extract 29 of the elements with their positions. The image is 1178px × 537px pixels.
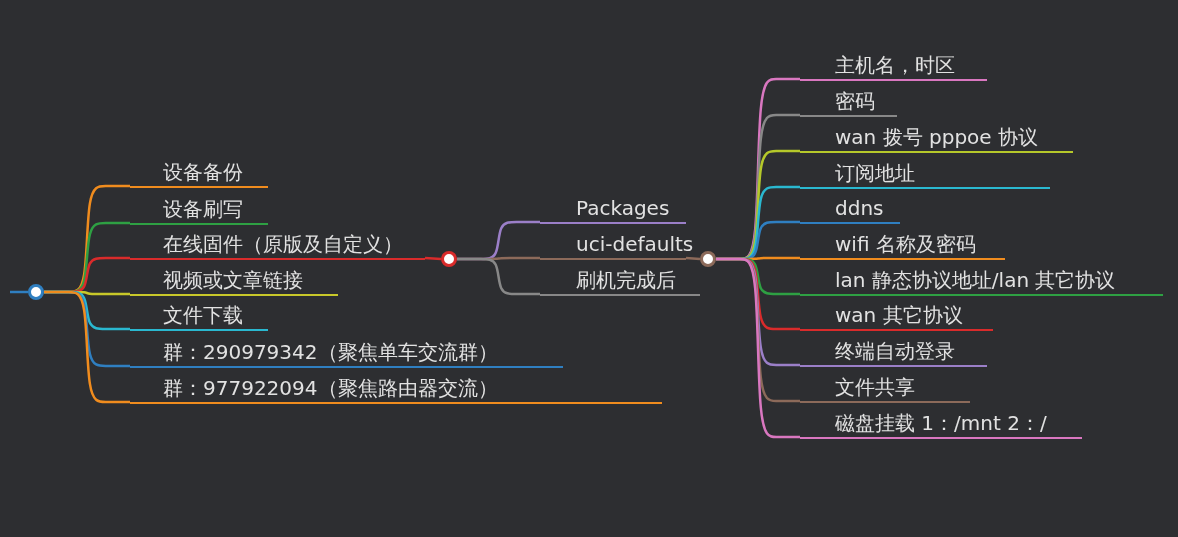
topic-label: 设备备份 xyxy=(163,159,243,185)
topic-label: 主机名，时区 xyxy=(835,52,955,78)
topic-label: 文件共享 xyxy=(835,374,915,400)
branch-node-circle xyxy=(28,284,44,300)
topic-label: 在线固件（原版及自定义） xyxy=(163,231,403,257)
branch-node-circle xyxy=(700,251,716,267)
topic-label: 终端自动登录 xyxy=(835,338,955,364)
branch-node-circle xyxy=(441,251,457,267)
topic-label: 设备刷写 xyxy=(163,196,243,222)
topic-label: 密码 xyxy=(835,88,875,114)
topic-label: 刷机完成后 xyxy=(576,267,676,293)
branch-line xyxy=(424,256,442,261)
topic-label: wan 其它协议 xyxy=(835,302,963,328)
topic-label: Packages xyxy=(576,195,670,221)
topic-label: uci-defaults xyxy=(576,231,694,257)
topic-label: 文件下载 xyxy=(163,302,243,328)
topic-label: 群：977922094（聚焦路由器交流） xyxy=(163,375,498,401)
topic-label: 磁盘挂载 1：/mnt 2：/ xyxy=(835,410,1047,436)
topic-label: 视频或文章链接 xyxy=(163,267,303,293)
topic-label: lan 静态协议地址/lan 其它协议 xyxy=(835,267,1116,293)
branch-line xyxy=(44,290,130,404)
topic-label: ddns xyxy=(835,195,884,221)
topic-label: wifi 名称及密码 xyxy=(835,231,976,257)
topic-label: 订阅地址 xyxy=(835,160,915,186)
branch-line xyxy=(685,256,701,261)
branch-line xyxy=(716,257,800,439)
topic-label: 群：290979342（聚焦单车交流群） xyxy=(163,339,498,365)
topic-label: wan 拨号 pppoe 协议 xyxy=(835,124,1038,150)
branch-line xyxy=(457,257,540,296)
